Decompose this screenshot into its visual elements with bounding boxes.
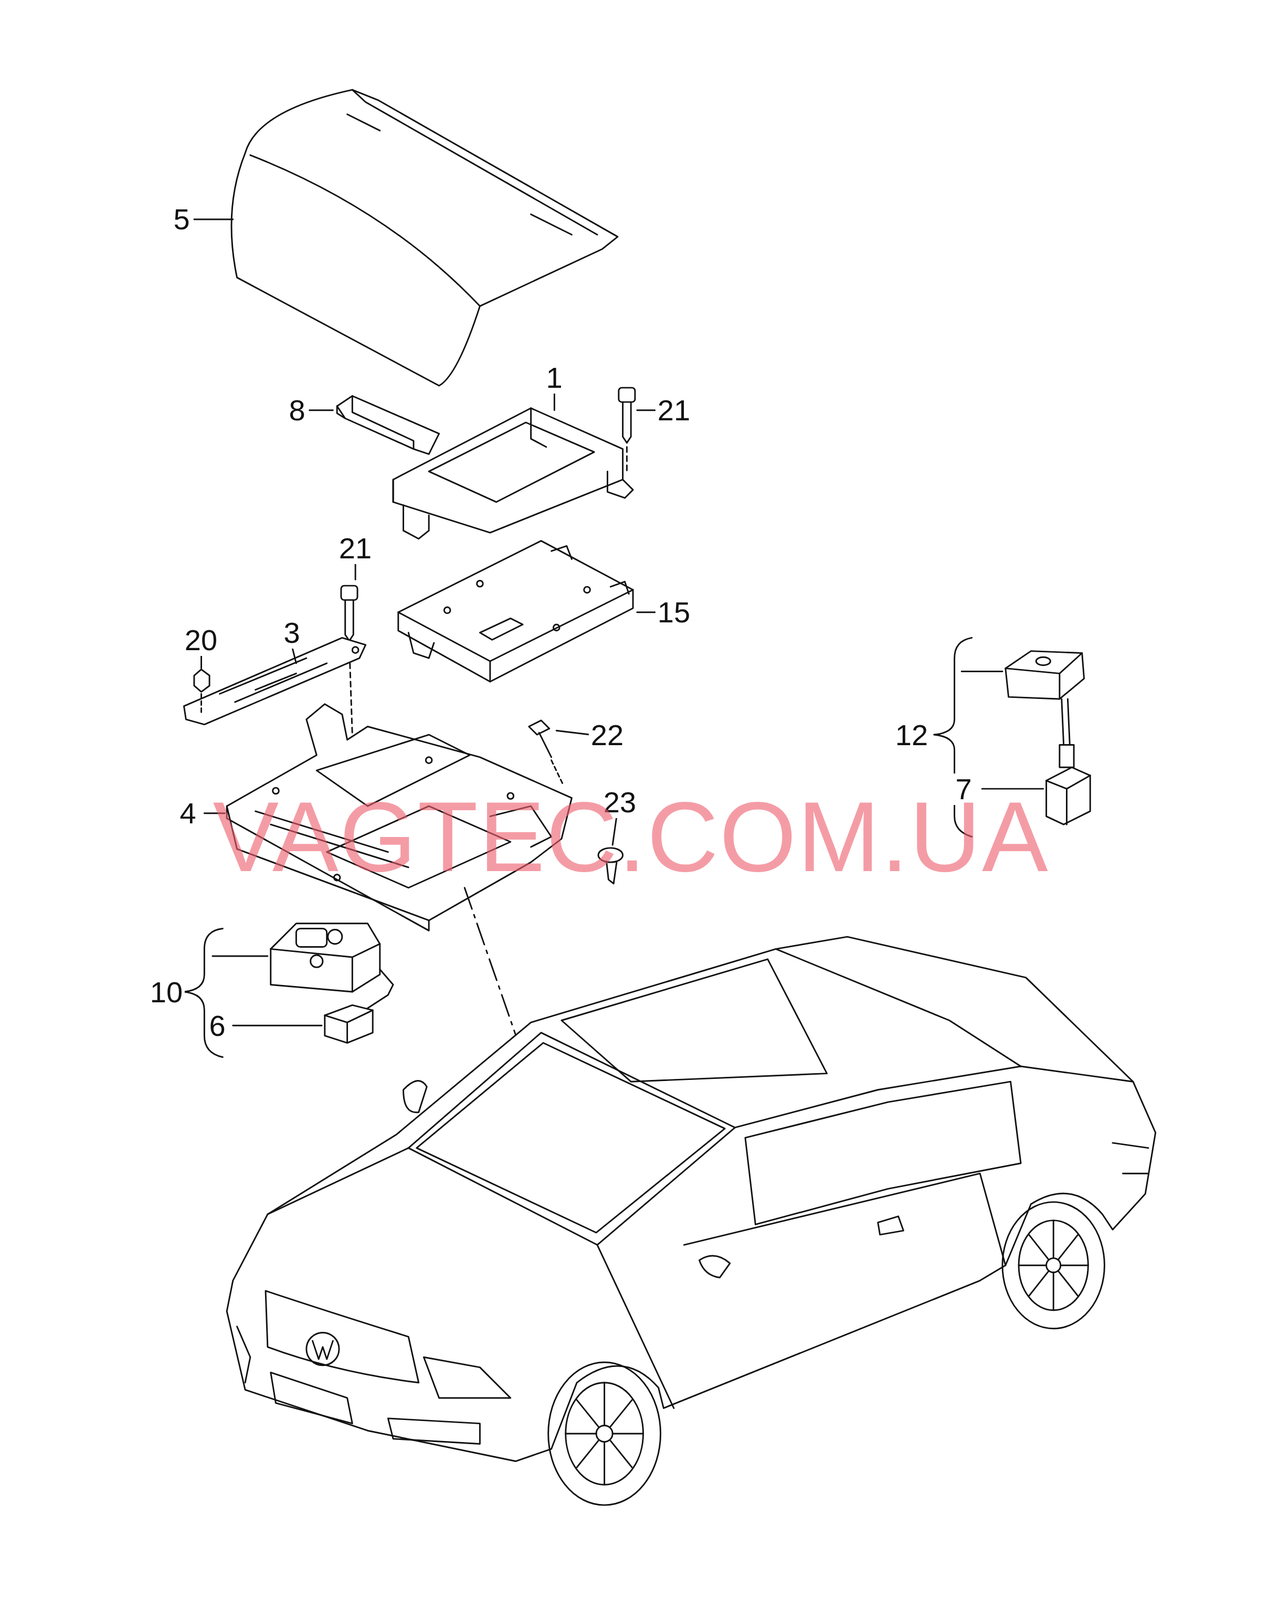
callout-number: 22 [588, 719, 626, 752]
callout-number: 8 [286, 394, 308, 427]
callout-number: 4 [177, 797, 198, 830]
callout-number: 1 [543, 362, 565, 394]
callout-number: 21 [336, 532, 374, 565]
screw [529, 720, 591, 786]
callout-number: 21 [655, 394, 693, 427]
watermark: VAGTEC.COM.UA [212, 787, 1049, 887]
nut [194, 652, 210, 713]
screw [618, 387, 660, 475]
callout-number: 20 [182, 624, 220, 657]
callout-number: 10 [148, 976, 185, 1009]
control-unit [398, 541, 660, 682]
callout-number: 3 [281, 617, 302, 649]
callout-number: 6 [206, 1010, 228, 1042]
callout-number: 5 [171, 203, 192, 236]
callout-number: 15 [655, 596, 693, 629]
callout-number: 12 [893, 719, 931, 752]
small-module [309, 395, 440, 454]
bracket [393, 391, 633, 540]
button-module [212, 923, 394, 1044]
car-outline [226, 936, 1156, 1506]
cover [194, 89, 618, 386]
